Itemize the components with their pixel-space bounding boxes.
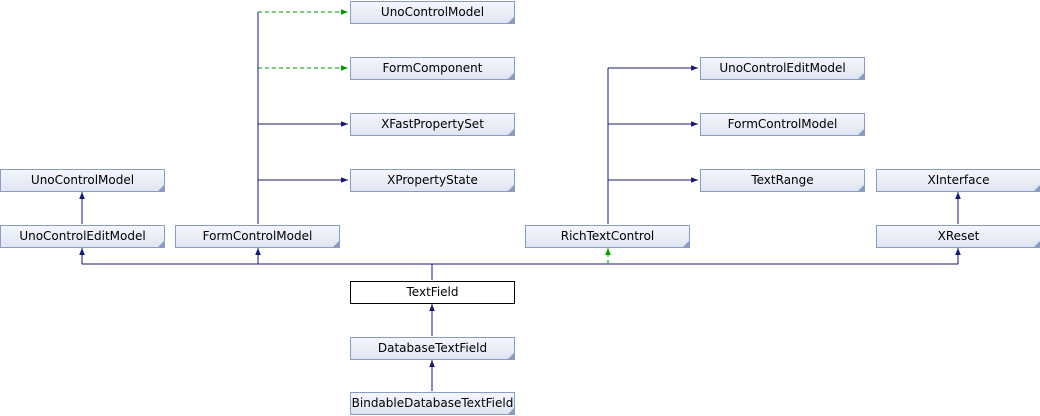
node-x-reset[interactable]: XReset bbox=[876, 225, 1040, 248]
node-x-fast-property-set[interactable]: XFastPropertySet bbox=[350, 113, 515, 136]
node-x-property-state[interactable]: XPropertyState bbox=[350, 169, 515, 192]
node-uno-control-edit-model-right[interactable]: UnoControlEditModel bbox=[700, 57, 865, 80]
node-text-field-current: TextField bbox=[350, 281, 515, 304]
node-bindable-database-text-field[interactable]: BindableDatabaseTextField bbox=[350, 392, 515, 415]
node-form-control-model-right[interactable]: FormControlModel bbox=[700, 113, 865, 136]
node-database-text-field[interactable]: DatabaseTextField bbox=[350, 337, 515, 360]
node-form-component[interactable]: FormComponent bbox=[350, 57, 515, 80]
node-x-interface[interactable]: XInterface bbox=[876, 169, 1040, 192]
node-uno-control-model-left[interactable]: UnoControlModel bbox=[0, 169, 165, 192]
node-text-range[interactable]: TextRange bbox=[700, 169, 865, 192]
node-rich-text-control[interactable]: RichTextControl bbox=[525, 225, 690, 248]
node-uno-control-edit-model-left[interactable]: UnoControlEditModel bbox=[0, 225, 165, 248]
node-uno-control-model-top[interactable]: UnoControlModel bbox=[350, 1, 515, 24]
node-form-control-model-mid[interactable]: FormControlModel bbox=[175, 225, 340, 248]
